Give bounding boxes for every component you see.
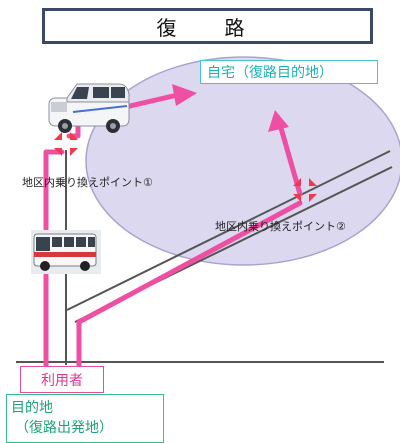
user-label: 利用者 [20, 366, 104, 393]
transfer-point-1-label: 地区内乗り換えポイント① [22, 176, 153, 189]
road-diagonal-upper [66, 150, 391, 311]
transfer-marker-icon [293, 178, 317, 202]
route-from-point2 [76, 200, 303, 373]
destination-line1: 目的地 [11, 400, 53, 416]
transfer-marker-icon [54, 132, 78, 156]
destination-line2: （復路出発地） [15, 420, 113, 436]
page-title: 復 路 [42, 8, 373, 44]
home-label: 自宅（復路目的地） [200, 60, 378, 84]
service-area [85, 56, 400, 266]
destination-label: 目的地 （復路出発地） [6, 394, 164, 443]
arrowhead-to-home-1 [172, 84, 197, 106]
arrowhead-to-home-2 [268, 110, 289, 132]
transfer-point-2-label: 地区内乗り換えポイント② [215, 220, 346, 233]
route-user-main [43, 149, 65, 373]
bus-icon [31, 230, 101, 274]
van-icon [48, 83, 130, 133]
